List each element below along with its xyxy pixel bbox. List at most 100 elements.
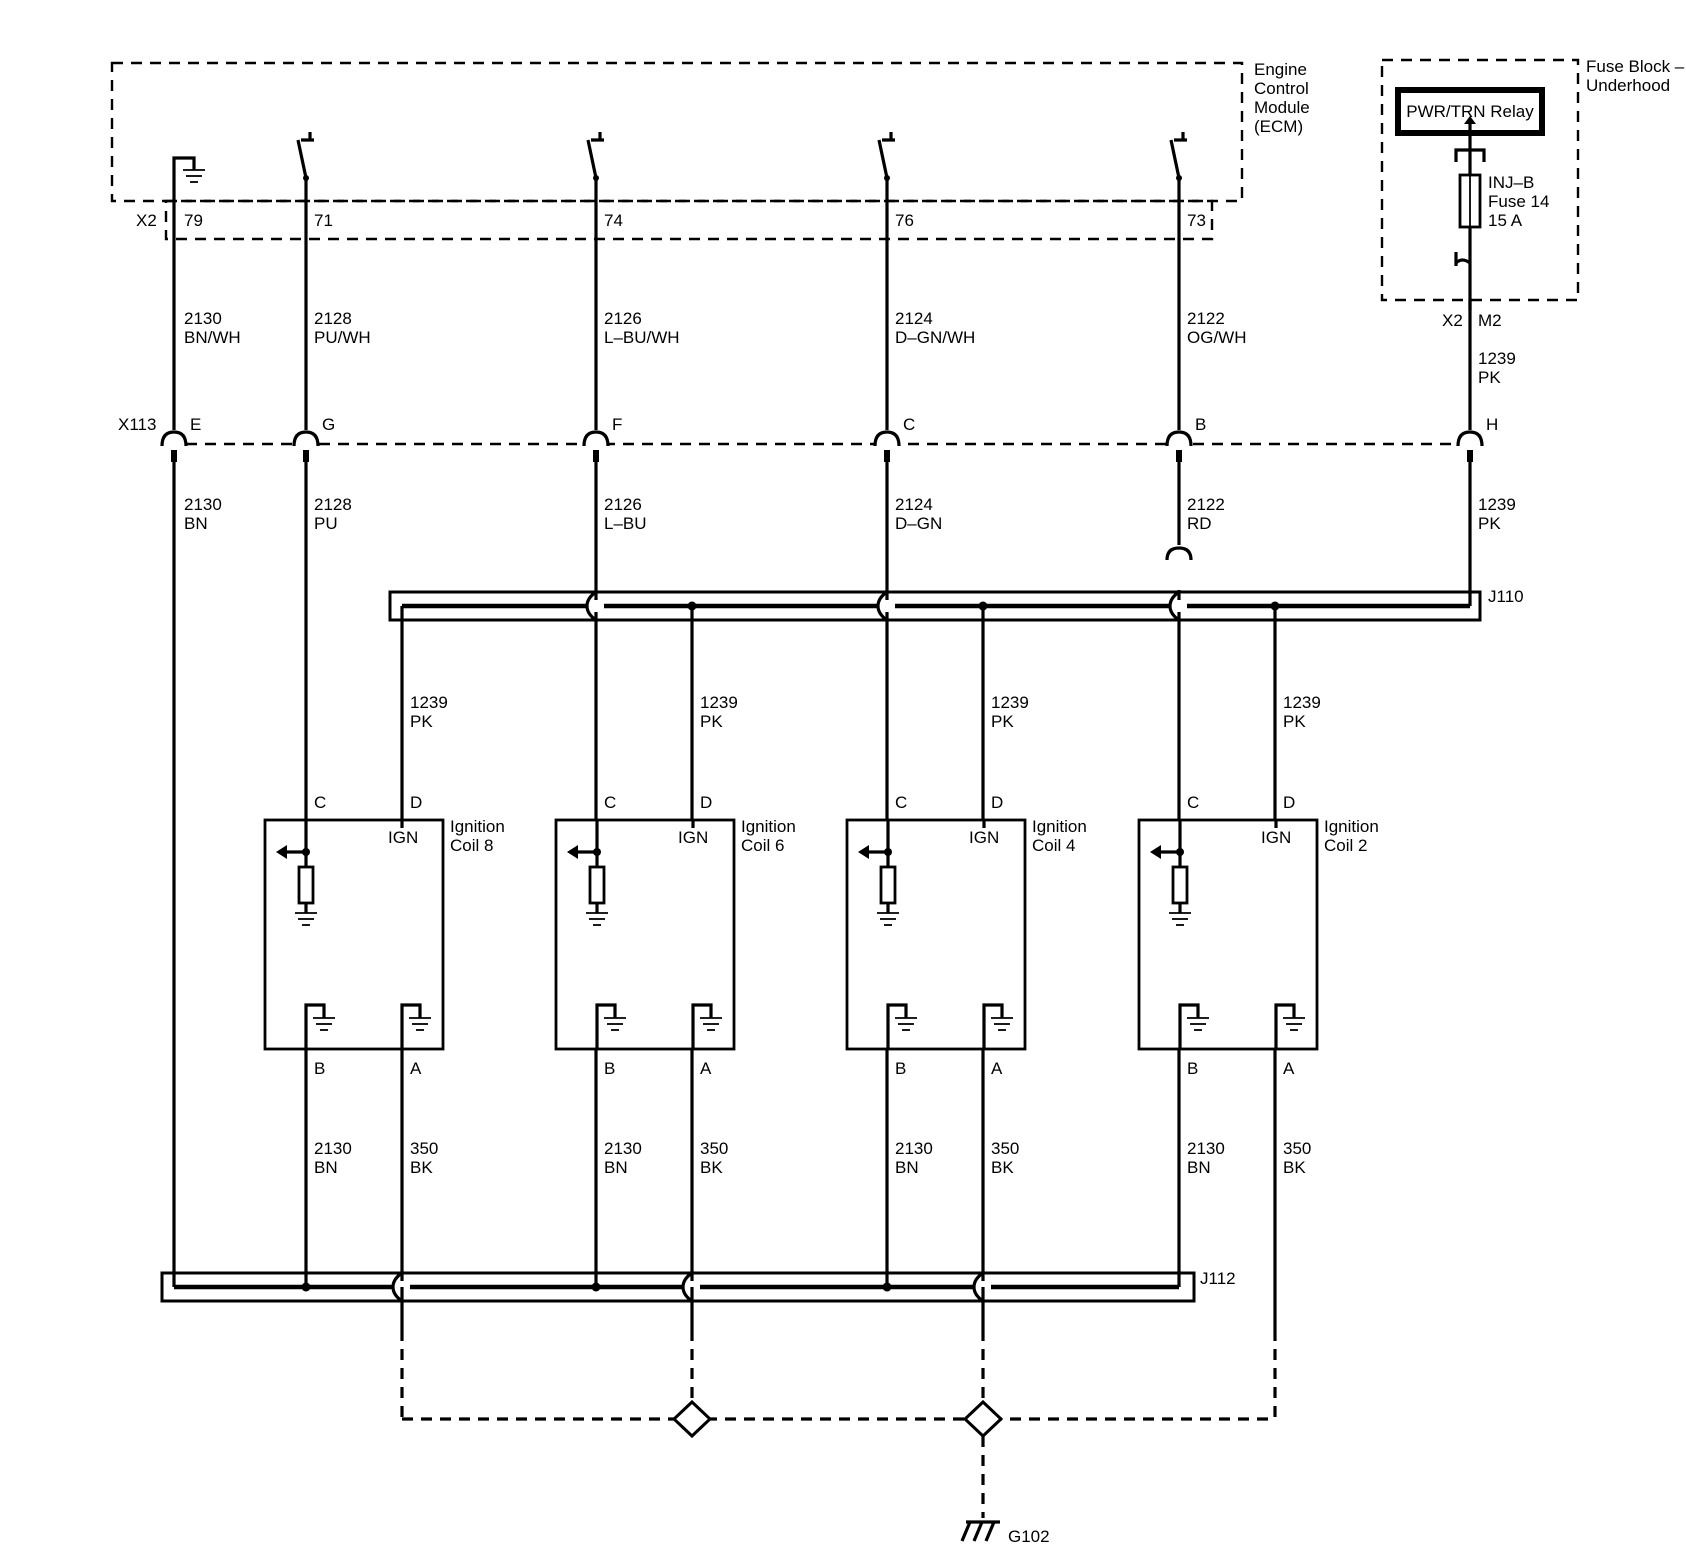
svg-text:D: D	[700, 793, 712, 812]
gnd-label-coil4: 350 BK	[991, 1139, 1019, 1177]
pin-ground-1-icon	[991, 1017, 1013, 1031]
svg-text:C: C	[1187, 793, 1199, 812]
svg-text:BK: BK	[991, 1158, 1014, 1177]
ref-label-coil8: 2130 BN	[314, 1139, 352, 1177]
svg-text:15 A: 15 A	[1488, 211, 1523, 230]
x113-terminal-5-icon	[1456, 430, 1484, 462]
coil-internal-3	[1150, 820, 1305, 1049]
svg-text:350: 350	[410, 1139, 438, 1158]
ignition-coil-4: C D IGN Ignition Coil 4 B A	[845, 793, 1087, 1078]
j112-splice-dot-coil6	[591, 1282, 601, 1292]
pin-ground-lead-1	[691, 1003, 713, 1049]
crossover-arc	[391, 1271, 403, 1303]
svg-text:BN: BN	[895, 1158, 919, 1177]
terminal-gap	[583, 434, 609, 446]
wire-label-2128-upper: 2128 PU/WH	[314, 309, 371, 347]
svg-text:D: D	[991, 793, 1003, 812]
crossover-arc	[585, 590, 597, 622]
pin-ground-0-icon	[895, 1017, 917, 1031]
wire-label-2126-lower: 2126 L–BU	[604, 495, 647, 533]
wire-label-1239-upper: 1239 PK	[1478, 349, 1516, 387]
svg-text:BN: BN	[314, 1158, 338, 1177]
pin-ground-lead-1	[1274, 1003, 1296, 1049]
svg-text:PU/WH: PU/WH	[314, 328, 371, 347]
ecm-module-label: Engine Control Module (ECM)	[1254, 60, 1310, 136]
svg-text:Fuse Block –: Fuse Block –	[1586, 57, 1685, 76]
svg-text:B: B	[1187, 1059, 1198, 1078]
x113-pin-g: G	[322, 415, 335, 434]
terminal-arch	[1456, 430, 1484, 447]
ecm-driver-switch-73-icon	[1169, 132, 1187, 181]
svg-text:L–BU: L–BU	[604, 514, 647, 533]
svg-text:Coil 6: Coil 6	[741, 836, 784, 855]
output-arrow-head-icon	[567, 845, 578, 859]
gnd-label-coil6: 350 BK	[700, 1139, 728, 1177]
svg-text:D: D	[410, 793, 422, 812]
fuse-pin-m2: M2	[1478, 311, 1502, 330]
gnd-label-coil2: 350 BK	[1283, 1139, 1311, 1177]
ecm-internal-ground-icon	[172, 156, 205, 210]
coil-internal-1	[567, 820, 722, 1049]
j112-splice-dot-coil8	[301, 1282, 311, 1292]
svg-text:Control: Control	[1254, 79, 1309, 98]
terminal-gap	[293, 434, 319, 446]
resistor-ground-icon	[877, 912, 899, 926]
svg-text:BN: BN	[604, 1158, 628, 1177]
svg-text:BK: BK	[410, 1158, 433, 1177]
crossover-arc	[1168, 590, 1180, 622]
coil-internal-symbols	[276, 820, 1305, 1049]
j112-splice-label: J112	[1200, 1269, 1236, 1288]
output-arrow-head-icon	[276, 845, 287, 859]
svg-text:2130: 2130	[184, 495, 222, 514]
svg-text:2122: 2122	[1187, 495, 1225, 514]
terminal-pin	[303, 450, 309, 462]
terminal-pin	[1467, 450, 1473, 462]
output-arrow-head-icon	[858, 845, 869, 859]
coil-internal-2	[858, 820, 1013, 1049]
pin-ground-lead-1	[982, 1003, 1004, 1049]
j110-crossovers	[585, 590, 1187, 622]
ignition-coil-8: C D IGN Ignition Coil 8 B A	[263, 793, 505, 1078]
feed-label-coil2: 1239 PK	[1283, 693, 1321, 731]
gnd-label-coil8: 350 BK	[410, 1139, 438, 1177]
pin-ground-0-icon	[604, 1017, 626, 1031]
terminal-arch	[292, 430, 320, 447]
svg-text:PU: PU	[314, 514, 338, 533]
svg-text:A: A	[410, 1059, 422, 1078]
svg-text:2128: 2128	[314, 495, 352, 514]
ecm-driver-switch-76-icon	[877, 132, 895, 181]
wire-label-2130-lower: 2130 BN	[184, 495, 222, 533]
terminal-gap	[874, 434, 900, 446]
feed-label-coil4: 1239 PK	[991, 693, 1029, 731]
x113-terminal-3-icon	[873, 430, 901, 462]
wire-label-2124-upper: 2124 D–GN/WH	[895, 309, 975, 347]
ignition-coil-6: C D IGN Ignition Coil 6 B A	[554, 793, 796, 1078]
crossover-arc	[876, 590, 888, 622]
svg-text:350: 350	[1283, 1139, 1311, 1158]
ref-label-coil6: 2130 BN	[604, 1139, 642, 1177]
svg-text:INJ–B: INJ–B	[1488, 173, 1534, 192]
svg-text:Ignition: Ignition	[1032, 817, 1087, 836]
svg-text:BN/WH: BN/WH	[184, 328, 241, 347]
ref-label-coil4: 2130 BN	[895, 1139, 933, 1177]
svg-text:BN: BN	[1187, 1158, 1211, 1177]
crossover-arc	[972, 1271, 984, 1303]
svg-text:BK: BK	[1283, 1158, 1306, 1177]
pin-ground-1-icon	[1283, 1017, 1305, 1031]
ecm-pin-79: 79	[184, 211, 203, 230]
crossover-arc	[681, 1271, 693, 1303]
j110-crossover-0-icon	[585, 590, 604, 622]
ecm-driver-switch-71-icon	[296, 132, 314, 181]
svg-text:L–BU/WH: L–BU/WH	[604, 328, 680, 347]
resistor-icon	[1171, 865, 1189, 905]
wire-label-2130-upper: 2130 BN/WH	[184, 309, 241, 347]
fuse-block-label: Fuse Block – Underhood	[1586, 57, 1685, 95]
crossover-gap	[1171, 600, 1187, 612]
j110-splice-dot-coil2	[1270, 601, 1280, 611]
svg-text:PK: PK	[1478, 514, 1501, 533]
svg-text:A: A	[1283, 1059, 1295, 1078]
svg-text:350: 350	[991, 1139, 1019, 1158]
svg-text:350: 350	[700, 1139, 728, 1158]
resistor-ground-icon	[1169, 912, 1191, 926]
svg-text:2126: 2126	[604, 309, 642, 328]
